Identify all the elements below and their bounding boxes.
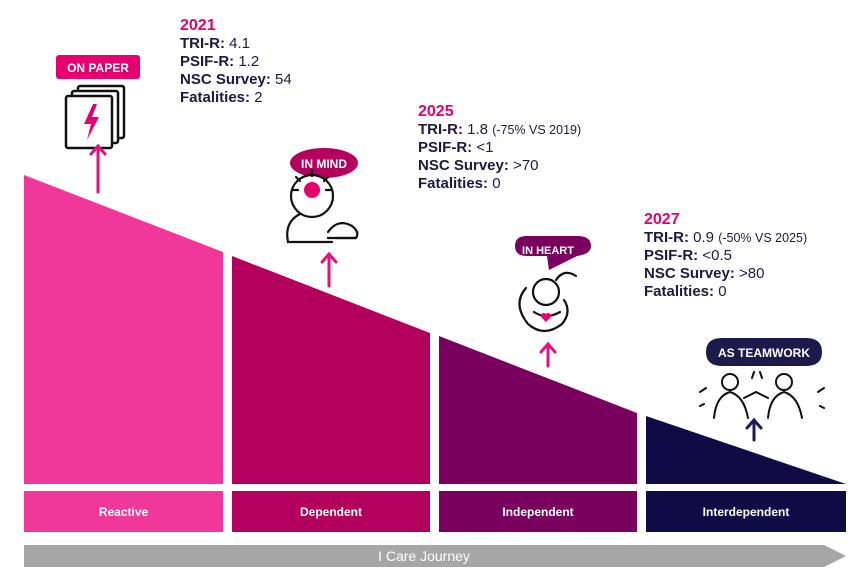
metric-key: PSIF-R:: [418, 139, 473, 156]
svg-text:ON PAPER: ON PAPER: [67, 61, 129, 75]
metric-key: TRI-R:: [180, 35, 225, 52]
metric-key: PSIF-R:: [180, 53, 235, 70]
stage-label-dependent: Dependent: [299, 504, 362, 519]
metric-value: >80: [739, 265, 765, 282]
metric-value: 54: [275, 71, 292, 88]
stage-box-dependent: [232, 491, 430, 532]
metric-key: Fatalities:: [418, 175, 489, 192]
metric-value: 0: [492, 175, 501, 192]
journey-arrow: [24, 545, 846, 567]
arrow-up-icon: [539, 341, 557, 368]
metric-key: TRI-R:: [418, 121, 463, 138]
metric-value: <0.5: [702, 247, 732, 264]
stage-label-reactive: Reactive: [98, 504, 149, 519]
milestone-year: 2027: [644, 211, 680, 228]
metric-key: NSC Survey:: [644, 265, 735, 282]
on-paper-badge: ON PAPER: [56, 55, 140, 79]
band-reactive: [24, 175, 223, 484]
stage-label-independent: Independent: [502, 504, 574, 519]
milestone-2025: 2025 TRI-R: 1.8 (-75% VS 2019) PSIF-R: <…: [418, 103, 581, 193]
stage-box-independent: [439, 491, 637, 532]
person-heart-icon: [518, 271, 578, 333]
metric-value: 0: [718, 283, 727, 300]
milestone-year: 2021: [180, 17, 216, 34]
stage-box-interdependent: [646, 491, 846, 532]
metric-key: TRI-R:: [644, 229, 689, 246]
metric-value: <1: [476, 139, 494, 156]
metric-value: 4.1: [229, 35, 251, 52]
metric-value: >70: [513, 157, 539, 174]
team-people-icon: [699, 371, 825, 419]
in-mind-badge: IN MIND: [290, 148, 358, 178]
band-independent: [439, 336, 637, 484]
metric-key: NSC Survey:: [180, 71, 271, 88]
milestone-year: 2025: [418, 103, 454, 120]
arrow-up-icon: [745, 417, 763, 442]
band-interdependent: [646, 416, 846, 484]
as-teamwork-badge: AS TEAMWORK: [706, 338, 822, 366]
metric-note: (-75% VS 2019): [492, 123, 582, 137]
stage-label-interdependent: Interdependent: [702, 504, 790, 519]
metric-key: Fatalities:: [644, 283, 715, 300]
journey-label: I Care Journey: [378, 548, 470, 564]
svg-text:IN MIND: IN MIND: [301, 157, 347, 171]
svg-text:AS TEAMWORK: AS TEAMWORK: [718, 346, 810, 360]
arrow-up-icon: [89, 143, 107, 194]
milestone-2027: 2027 TRI-R: 0.9 (-50% VS 2025) PSIF-R: <…: [644, 211, 807, 301]
metric-key: PSIF-R:: [644, 247, 699, 264]
metric-key: NSC Survey:: [418, 157, 509, 174]
metric-value: 2: [254, 89, 263, 106]
metric-value: 1.2: [238, 53, 260, 70]
metric-value: 1.8: [467, 121, 489, 138]
band-dependent: [232, 256, 430, 484]
in-heart-badge: IN HEART: [515, 236, 591, 270]
arrow-up-icon: [320, 251, 338, 288]
metric-note: (-50% VS 2025): [718, 231, 808, 245]
milestone-2021: 2021 TRI-R: 4.1 PSIF-R: 1.2 NSC Survey: …: [180, 17, 292, 107]
stage-box-reactive: [24, 491, 223, 532]
paper-icon: [64, 84, 126, 150]
metric-key: Fatalities:: [180, 89, 251, 106]
svg-text:IN HEART: IN HEART: [522, 245, 574, 257]
metric-value: 0.9: [693, 229, 715, 246]
person-thinking-icon: [286, 168, 359, 244]
